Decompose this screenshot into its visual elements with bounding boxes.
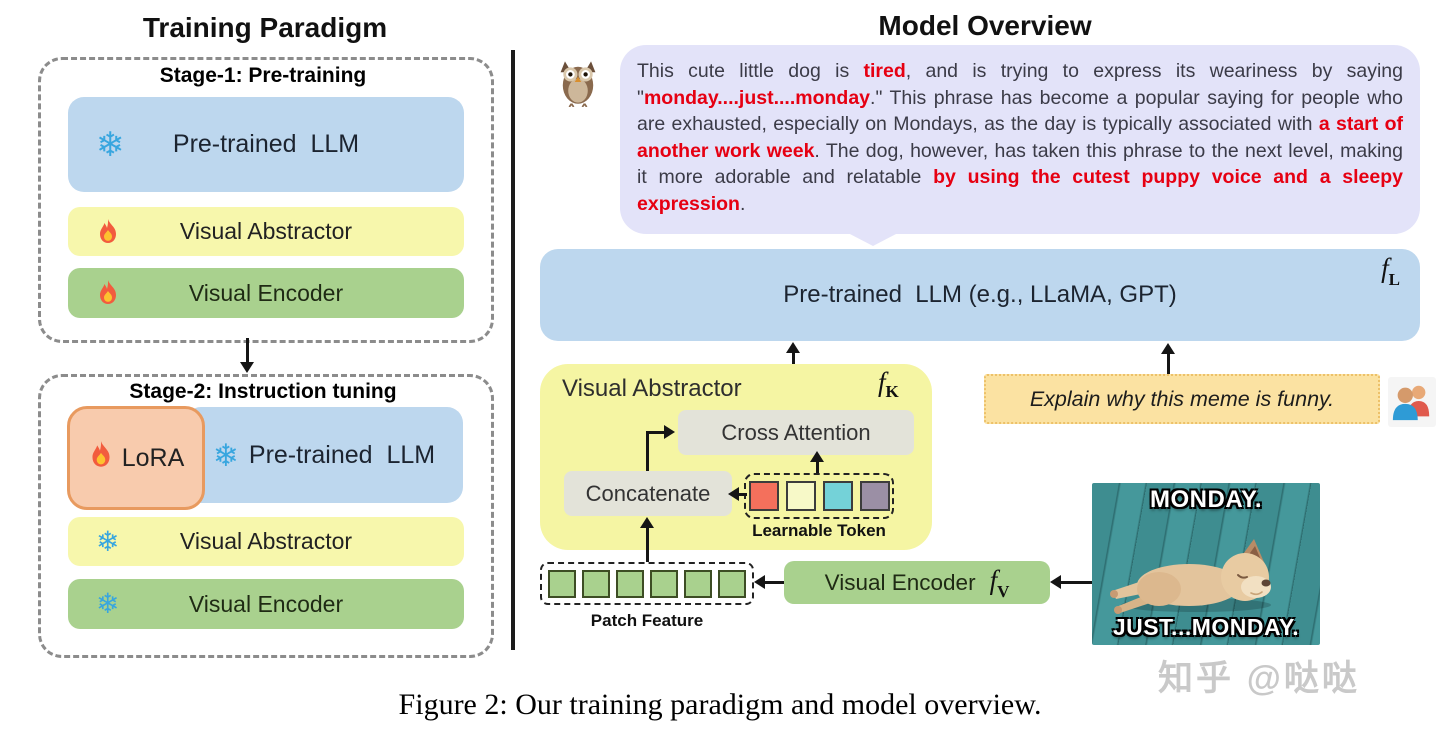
visual-encoder-box: Visual Encoder fV [784,561,1050,604]
bubble-text-segment-highlight: a start of another work week [637,113,1403,162]
stage2-lora-block: LoRA [67,406,205,510]
patch-feature-swatch [582,569,610,598]
stage1-encoder-block: Visual Encoder [68,268,464,318]
stage1-label: Stage-1: Pre-training [159,64,367,87]
stage1-llm-label: Pre-trained LLM [172,130,360,158]
learnable-token-swatch [748,481,779,511]
stage2-llm-block: ❄ Pre-trained LLM [185,407,463,503]
stage2-lora-label: LoRA [121,443,185,472]
learnable-token-label: Learnable Token [752,521,886,540]
snowflake-icon: ❄ [96,525,120,557]
patch-feature-label: Patch Feature [590,611,704,630]
bubble-tail [848,233,898,246]
model-overview-title: Model Overview [878,10,1092,41]
visual-encoder-label: Visual Encoder [824,569,976,595]
patch-feature-swatch [684,569,712,598]
patch-feature-swatch [548,569,576,598]
learnable-token-swatch [822,481,853,511]
figure-caption: Figure 2: Our training paradigm and mode… [398,688,1042,721]
learnable-token-swatch [785,481,816,511]
stage1-llm-block: ❄ Pre-trained LLM [68,97,464,192]
meme-top-text: MONDAY. [1150,486,1262,513]
instruction-label: Explain why this meme is funny. [1029,386,1335,411]
flame-icon [96,278,120,308]
watermark: 知乎 @哒哒 [1158,659,1360,698]
stage1-group [38,57,494,343]
stage2-llm-label: Pre-trained LLM [248,440,436,469]
stage2-group [38,374,494,658]
bubble-text-segment: . The dog, however, has taken this phras… [637,139,1403,189]
patch-feature-group [540,562,754,605]
patch-feature-swatch [718,569,746,598]
snowflake-icon: ❄ [96,125,125,164]
stage1-encoder-label: Visual Encoder [188,279,344,306]
stage2-encoder-block: ❄ Visual Encoder [68,579,464,629]
bubble-text-segment: ." This phrase has become a popular sayi… [637,86,1403,136]
flame-icon [96,217,120,247]
instruction-box: Explain why this meme is funny. [984,374,1380,424]
bubble-text-segment-highlight: monday....just....monday [643,86,871,109]
stage2-abstractor-label: Visual Abstractor [179,528,353,554]
patch-feature-swatch [616,569,644,598]
fn-abstractor: fK [878,367,899,402]
stage2-encoder-label: Visual Encoder [188,590,344,617]
concatenate-box: Concatenate [564,471,732,516]
people-icon [1388,377,1436,427]
bubble-text-segment: This cute little dog is [637,60,864,82]
visual-abstractor-label: Visual Abstractor [562,375,742,402]
meme-bottom-text: JUST...MONDAY. [1112,614,1300,640]
patch-feature-swatch [650,569,678,598]
fn-encoder: fV [989,565,1010,601]
fn-llm: fL [1381,253,1400,289]
assistant-response-bubble: This cute little dog is tired, and is tr… [620,45,1420,234]
dog-illustration [1104,533,1304,623]
visual-abstractor-box [540,364,932,550]
owl-icon [556,57,600,112]
bubble-text-segment: , and is trying to express its weariness… [637,60,1403,109]
learnable-token-swatch [859,481,890,511]
cross-attention-box: Cross Attention [678,410,914,455]
bubble-text-segment-highlight: tired [863,60,906,82]
bubble-text-segment-highlight: by using the cutest puppy voice and a sl… [637,166,1403,215]
stage1-abstractor-block: Visual Abstractor [68,207,464,256]
stage2-abstractor-block: ❄ Visual Abstractor [68,517,464,566]
llm-label: Pre-trained LLM (e.g., LLaMA, GPT) [783,281,1177,308]
flame-icon [88,439,114,478]
llm-box: Pre-trained LLM (e.g., LLaMA, GPT) fL [540,249,1420,341]
snowflake-icon: ❄ [96,588,120,619]
snowflake-icon: ❄ [212,437,239,473]
bubble-text-segment: . [739,192,746,215]
section-divider [511,50,515,650]
training-paradigm-title: Training Paradigm [142,12,388,43]
stage1-abstractor-label: Visual Abstractor [179,218,353,244]
learnable-token-group [744,473,894,519]
stage2-label: Stage-2: Instruction tuning [129,380,397,403]
meme-image: MONDAY. JUST...MONDAY. [1092,483,1320,645]
